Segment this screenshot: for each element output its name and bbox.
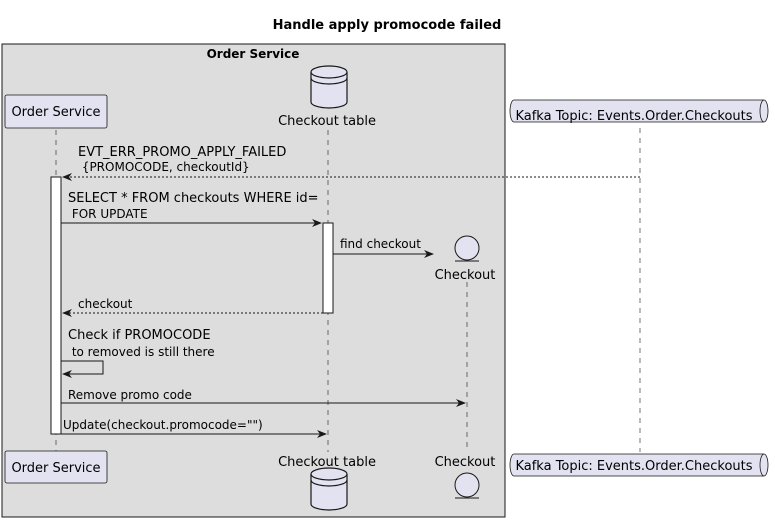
participant-order-service-top: Order Service — [4, 94, 108, 129]
message-label: Update(checkout.promocode="") — [63, 418, 263, 432]
activation-checkout-table — [322, 222, 334, 314]
participant-checkout-bottom: Checkout — [435, 455, 496, 499]
message-select-for-update: SELECT * FROM checkouts WHERE id= FOR UP… — [61, 191, 322, 227]
queue-icon — [509, 99, 769, 123]
participant-label: Checkout table — [278, 114, 376, 129]
message-remove-promo: Remove promo code — [61, 388, 466, 407]
message-label: SELECT * FROM checkouts WHERE id= — [68, 191, 319, 206]
message-label: checkout — [78, 297, 133, 311]
participant-label: Checkout — [435, 268, 496, 283]
participant-checkout-created: Checkout — [435, 235, 496, 283]
entity-icon — [454, 472, 480, 499]
message-label: FOR UPDATE — [68, 207, 148, 221]
diagram-title: Handle apply promocode failed — [273, 18, 502, 33]
participant-kafka-top: Kafka Topic: Events.Order.Checkouts — [509, 99, 769, 124]
participant-label: Checkout — [435, 455, 496, 470]
participant-kafka-bottom: Kafka Topic: Events.Order.Checkouts — [509, 453, 769, 477]
message-label: to removed is still there — [68, 345, 215, 359]
message-label: {PROMOCODE, checkoutId} — [78, 160, 250, 174]
message-evt-err-promo: EVT_ERR_PROMO_APPLY_FAILED {PROMOCODE, c… — [62, 145, 640, 181]
queue-icon — [509, 453, 769, 477]
participant-checkout-table-bottom: Checkout table — [278, 455, 376, 511]
message-check-promocode: Check if PROMOCODE to removed is still t… — [61, 328, 215, 378]
database-icon — [310, 467, 348, 511]
message-label: Remove promo code — [68, 388, 192, 402]
participant-label: Order Service — [11, 105, 100, 120]
participant-label: Kafka Topic: Events.Order.Checkouts — [515, 109, 752, 124]
participant-label: Kafka Topic: Events.Order.Checkouts — [515, 459, 752, 474]
message-label: find checkout — [340, 237, 421, 251]
participant-order-service-bottom: Order Service — [4, 450, 108, 484]
message-label: EVT_ERR_PROMO_APPLY_FAILED — [78, 145, 286, 160]
participant-checkout-table-top: Checkout table — [278, 65, 376, 129]
message-label: Check if PROMOCODE — [68, 328, 211, 343]
database-icon — [310, 65, 348, 109]
message-find-checkout: find checkout — [333, 237, 434, 258]
activation-order-service — [50, 176, 62, 435]
message-update-checkout: Update(checkout.promocode="") — [51, 418, 327, 438]
participant-label: Order Service — [11, 461, 100, 476]
participant-label: Checkout table — [278, 455, 376, 470]
entity-icon — [454, 235, 480, 262]
message-checkout-return: checkout — [62, 297, 323, 317]
group-label: Order Service — [207, 47, 300, 61]
